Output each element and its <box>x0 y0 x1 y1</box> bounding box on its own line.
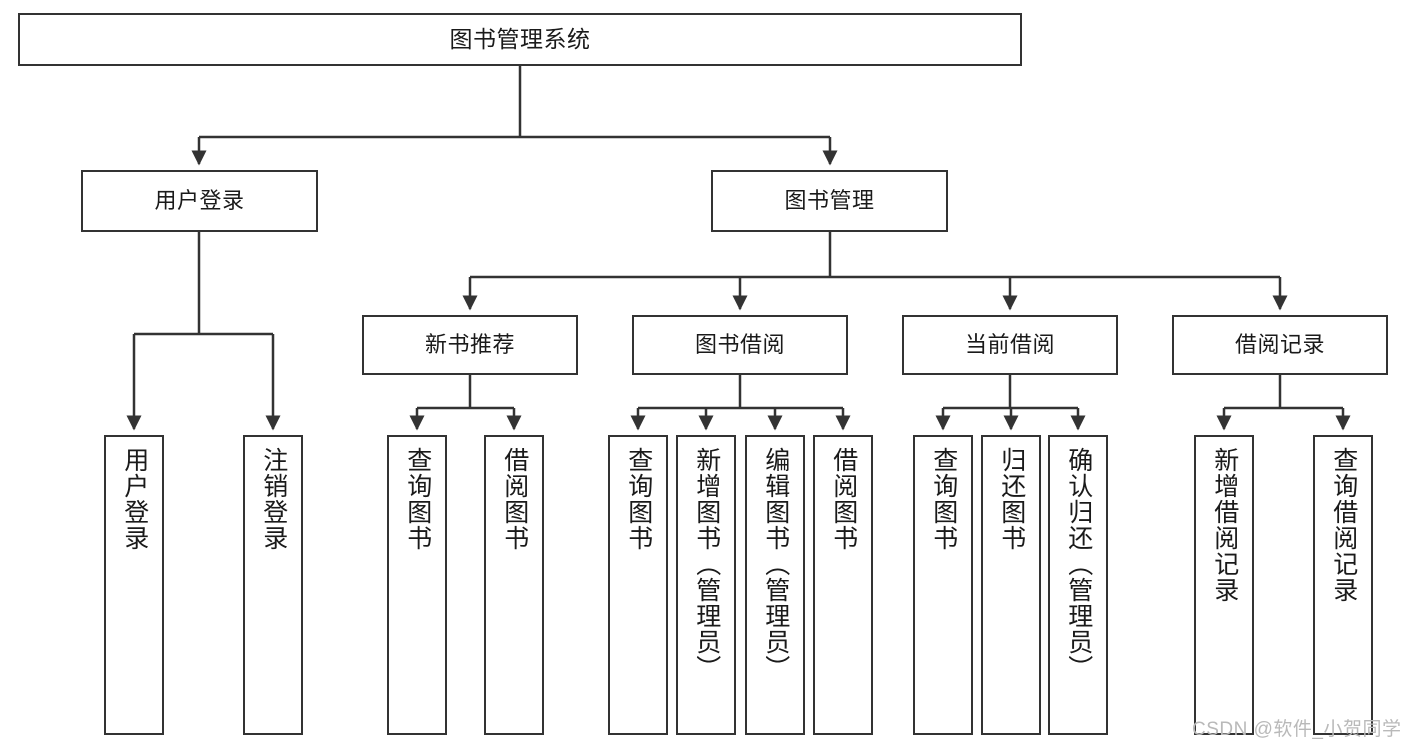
node-label: 归还图书 <box>997 447 1026 551</box>
node-current-borrow[interactable]: 当前借阅 <box>902 315 1118 375</box>
node-label: 借阅图书 <box>829 447 858 551</box>
node-leaf-user-login[interactable]: 用户登录 <box>104 435 164 735</box>
node-label: 查询图书 <box>929 447 958 551</box>
node-label: 注销登录 <box>259 447 288 551</box>
node-leaf-query-borrow-record[interactable]: 查询借阅记录 <box>1313 435 1373 735</box>
node-leaf-query-book[interactable]: 查询图书 <box>608 435 668 735</box>
node-label: 图书管理 <box>784 188 875 214</box>
node-user-login[interactable]: 用户登录 <box>81 170 318 232</box>
node-label: 查询图书 <box>624 447 653 551</box>
node-leaf-add-borrow-record[interactable]: 新增借阅记录 <box>1194 435 1254 735</box>
node-leaf-query-book-current[interactable]: 查询图书 <box>913 435 973 735</box>
node-root-system[interactable]: 图书管理系统 <box>18 13 1022 66</box>
node-label: 借阅记录 <box>1234 332 1325 358</box>
csdn-watermark: CSDN @软件_小贺同学 <box>1192 719 1402 740</box>
node-label: 查询借阅记录 <box>1329 447 1358 603</box>
node-label: 新增借阅记录 <box>1210 447 1239 603</box>
node-label: 借阅图书 <box>500 447 529 551</box>
node-leaf-borrow-book[interactable]: 借阅图书 <box>813 435 873 735</box>
node-leaf-query-book-recommend[interactable]: 查询图书 <box>387 435 447 735</box>
node-label: 查询图书 <box>403 447 432 551</box>
node-leaf-user-logout[interactable]: 注销登录 <box>243 435 303 735</box>
node-label: 图书借阅 <box>694 332 785 358</box>
node-label: 确认归还（管理员） <box>1064 447 1093 681</box>
node-leaf-borrow-book-recommend[interactable]: 借阅图书 <box>484 435 544 735</box>
node-leaf-edit-book-admin[interactable]: 编辑图书（管理员） <box>745 435 805 735</box>
node-label: 图书管理系统 <box>449 25 591 52</box>
node-label: 新书推荐 <box>424 332 515 358</box>
node-leaf-return-book[interactable]: 归还图书 <box>981 435 1041 735</box>
node-leaf-confirm-return-admin[interactable]: 确认归还（管理员） <box>1048 435 1108 735</box>
node-label: 用户登录 <box>120 447 149 551</box>
node-leaf-add-book-admin[interactable]: 新增图书（管理员） <box>676 435 736 735</box>
node-new-book-recommend[interactable]: 新书推荐 <box>362 315 578 375</box>
node-label: 当前借阅 <box>964 332 1055 358</box>
node-book-borrow[interactable]: 图书借阅 <box>632 315 848 375</box>
node-label: 新增图书（管理员） <box>692 447 721 681</box>
node-borrow-record[interactable]: 借阅记录 <box>1172 315 1388 375</box>
node-label: 编辑图书（管理员） <box>761 447 790 681</box>
node-book-manage[interactable]: 图书管理 <box>711 170 948 232</box>
node-label: 用户登录 <box>154 188 245 214</box>
